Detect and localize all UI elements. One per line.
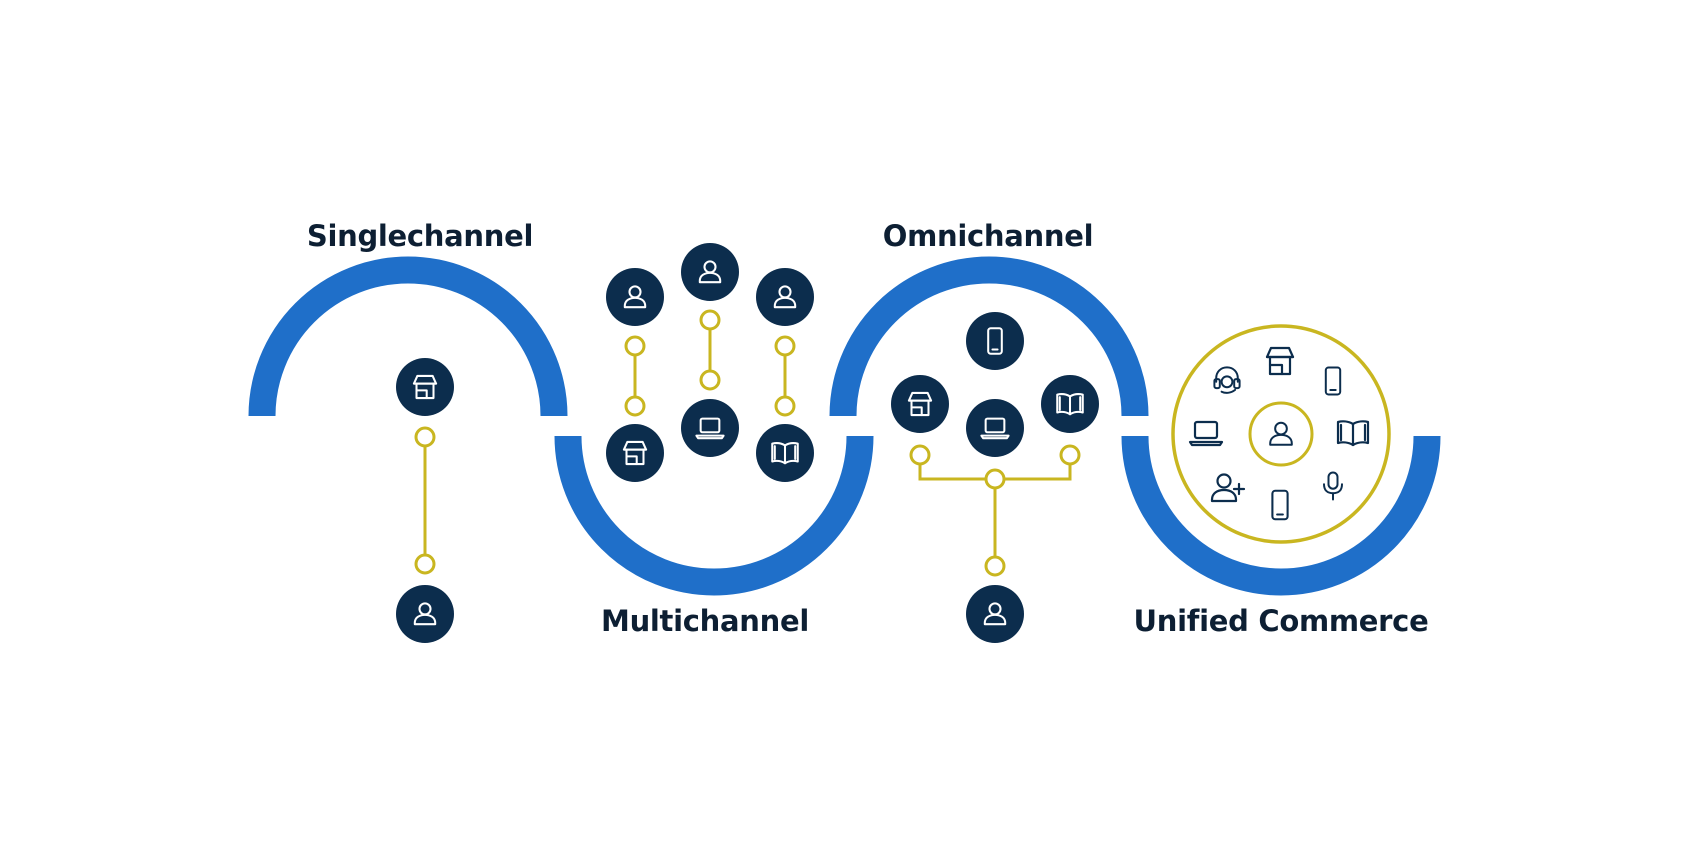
stage-omnichannel: Omnichannel [883, 219, 1099, 643]
book-icon [1041, 375, 1099, 433]
connector-joint [774, 335, 796, 357]
wave-arc-singlechannel [248, 256, 568, 417]
laptop-icon [966, 399, 1024, 457]
wave-arc-omnichannel [829, 256, 1149, 417]
book-icon [756, 424, 814, 482]
connector-joint [774, 395, 796, 417]
connector-joint [624, 395, 646, 417]
connector-omnichannel [909, 444, 1081, 577]
store-icon [891, 375, 949, 433]
mobile-icon [966, 312, 1024, 370]
stage-unified-commerce: Unified Commerce [1134, 324, 1429, 638]
stage-label-multichannel: Multichannel [601, 604, 809, 638]
stage-label-omnichannel: Omnichannel [883, 219, 1093, 253]
stage-label-singlechannel: Singlechannel [307, 219, 533, 253]
connector-joint [699, 309, 721, 331]
connector-joint [624, 335, 646, 357]
store-icon [396, 358, 454, 416]
user-icon [606, 268, 664, 326]
user-icon [681, 243, 739, 301]
connector-joint [909, 444, 931, 466]
laptop-icon [681, 399, 739, 457]
connectors-multichannel [624, 309, 796, 417]
connector-joint [984, 555, 1006, 577]
stage-multichannel: Multichannel [601, 243, 814, 638]
store-icon [606, 424, 664, 482]
connector-singlechannel [414, 426, 436, 575]
stage-label-unified-commerce: Unified Commerce [1134, 604, 1429, 638]
user-icon [396, 585, 454, 643]
stage-singlechannel: Singlechannel [307, 219, 533, 643]
wave-arc-multichannel [554, 435, 874, 596]
wave-path [248, 256, 1441, 596]
connector-joint [414, 426, 436, 448]
user-icon [966, 585, 1024, 643]
connector-joint [984, 468, 1006, 490]
user-icon [756, 268, 814, 326]
wave-arc-unified-commerce [1121, 435, 1441, 596]
connector-joint [699, 369, 721, 391]
connector-joint [414, 553, 436, 575]
connector-joint [1059, 444, 1081, 466]
